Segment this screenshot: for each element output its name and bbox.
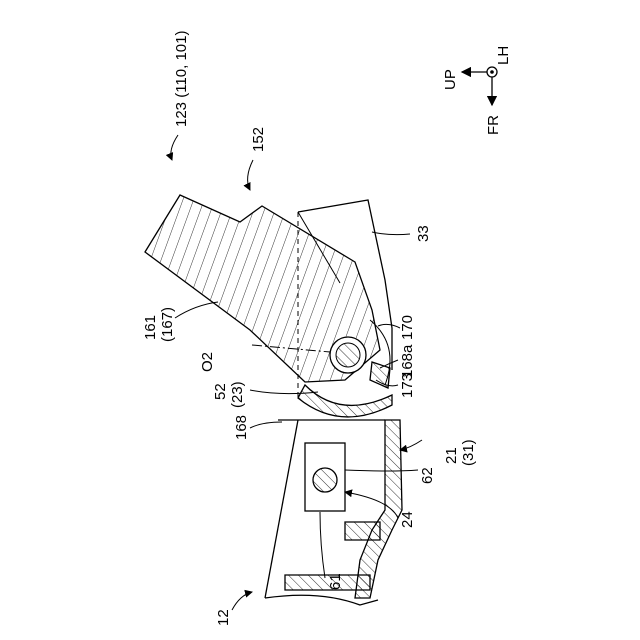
label-21-sub: (31)	[460, 439, 477, 466]
arc-52	[298, 385, 392, 417]
leader-152	[248, 160, 253, 190]
label-52: 52	[212, 383, 229, 400]
label-173: 173	[399, 373, 416, 398]
label-168: 168	[233, 415, 250, 440]
compass-lh-label: LH	[495, 46, 512, 65]
label-52-sub: (23)	[229, 381, 246, 408]
leader-161	[175, 302, 218, 318]
leader-168	[250, 422, 282, 428]
housing-21-left	[265, 420, 298, 598]
leader-33	[372, 232, 410, 235]
lower-flange	[345, 522, 380, 540]
label-161: 161	[142, 315, 159, 340]
compass-fr-label: FR	[485, 115, 502, 135]
label-21: 21	[443, 447, 460, 464]
compass-lh-dot	[490, 70, 494, 74]
label-assembly: 123 (110, 101)	[173, 31, 190, 127]
leader-12	[232, 592, 252, 610]
label-33: 33	[415, 225, 432, 242]
orientation-compass: UP LH FR	[442, 46, 512, 135]
label-152: 152	[250, 127, 267, 152]
compass-up-label: UP	[442, 69, 459, 90]
leader-62	[345, 470, 418, 471]
leader-61	[320, 512, 325, 578]
leader-168a	[380, 360, 398, 368]
label-168a: 168a	[399, 344, 416, 378]
pivot-pin-core	[336, 343, 360, 367]
leader-21	[400, 440, 422, 450]
label-12: 12	[215, 609, 232, 626]
housing-21	[355, 420, 402, 598]
label-161-sub: (167)	[159, 307, 176, 342]
label-170: 170	[399, 315, 416, 340]
leader-123	[171, 135, 178, 160]
bolt-24	[313, 468, 337, 492]
label-o2: O2	[199, 352, 216, 372]
pin-collar-173	[370, 362, 390, 388]
leader-170	[378, 324, 400, 328]
label-61: 61	[327, 573, 344, 590]
label-24: 24	[399, 511, 416, 528]
label-62: 62	[419, 467, 436, 484]
